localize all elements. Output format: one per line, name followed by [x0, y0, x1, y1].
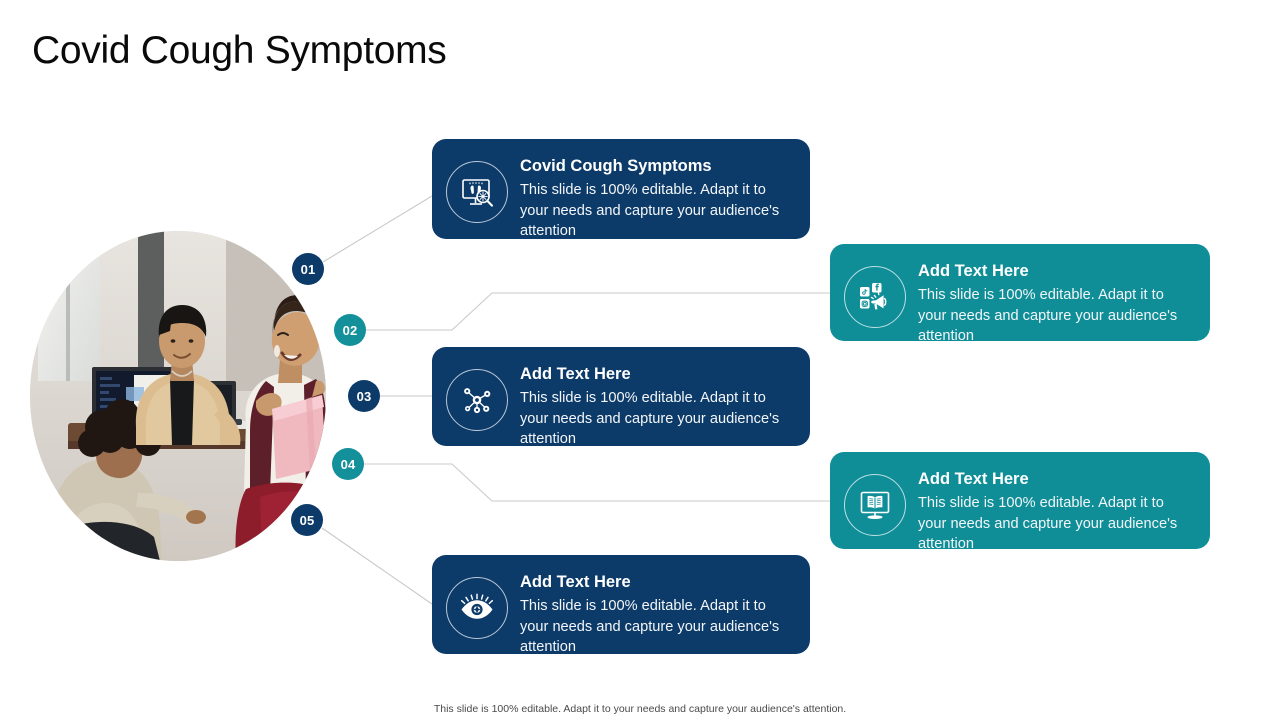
badge-02-label: 02	[342, 322, 358, 338]
badge-04[interactable]: 04	[332, 448, 364, 480]
card-04-heading: Add Text Here	[918, 470, 1029, 488]
card-04[interactable]: Add Text Here This slide is 100% editabl…	[830, 452, 1210, 552]
card-02-body: This slide is 100% editable. Adapt it to…	[918, 287, 1178, 344]
card-03-heading: Add Text Here	[520, 365, 631, 383]
social-media-megaphone-icon	[844, 266, 906, 328]
connector-01	[322, 195, 433, 263]
network-hub-icon	[446, 369, 508, 431]
page-title: Covid Cough Symptoms	[32, 29, 447, 72]
badge-05[interactable]: 05	[291, 504, 323, 536]
badge-04-label: 04	[340, 456, 356, 472]
card-01-body: This slide is 100% editable. Adapt it to…	[520, 182, 780, 239]
card-03[interactable]: Add Text Here This slide is 100% editabl…	[432, 347, 810, 447]
badge-05-label: 05	[299, 512, 315, 528]
card-02[interactable]: Add Text Here This slide is 100% editabl…	[830, 244, 1210, 344]
card-03-body: This slide is 100% editable. Adapt it to…	[520, 390, 780, 447]
eye-vision-icon	[446, 577, 508, 639]
card-05[interactable]: Add Text Here This slide is 100% editabl…	[432, 555, 810, 655]
card-02-text: Add Text Here This slide is 100% editabl…	[918, 258, 1194, 347]
card-01-text: Covid Cough Symptoms This slide is 100% …	[520, 153, 794, 242]
badge-03-label: 03	[356, 388, 372, 404]
connector-04	[364, 463, 830, 502]
card-03-text: Add Text Here This slide is 100% editabl…	[520, 361, 794, 450]
card-02-heading: Add Text Here	[918, 262, 1029, 280]
card-01-heading: Covid Cough Symptoms	[520, 157, 712, 175]
card-04-body: This slide is 100% editable. Adapt it to…	[918, 495, 1178, 552]
badge-01[interactable]: 01	[292, 253, 324, 285]
connector-02	[366, 292, 830, 331]
team-photo-illustration	[30, 231, 326, 561]
badge-03[interactable]: 03	[348, 380, 380, 412]
card-05-heading: Add Text Here	[520, 573, 631, 591]
badge-01-label: 01	[300, 261, 316, 277]
badge-02[interactable]: 02	[334, 314, 366, 346]
card-04-text: Add Text Here This slide is 100% editabl…	[918, 466, 1194, 555]
team-photo	[30, 231, 326, 561]
monitor-book-elearning-icon	[844, 474, 906, 536]
footer-note: This slide is 100% editable. Adapt it to…	[433, 703, 847, 715]
monitor-lungs-search-icon	[446, 161, 508, 223]
card-01[interactable]: Covid Cough Symptoms This slide is 100% …	[432, 139, 810, 239]
connector-05	[321, 527, 433, 605]
card-05-text: Add Text Here This slide is 100% editabl…	[520, 569, 794, 658]
card-05-body: This slide is 100% editable. Adapt it to…	[520, 598, 780, 655]
